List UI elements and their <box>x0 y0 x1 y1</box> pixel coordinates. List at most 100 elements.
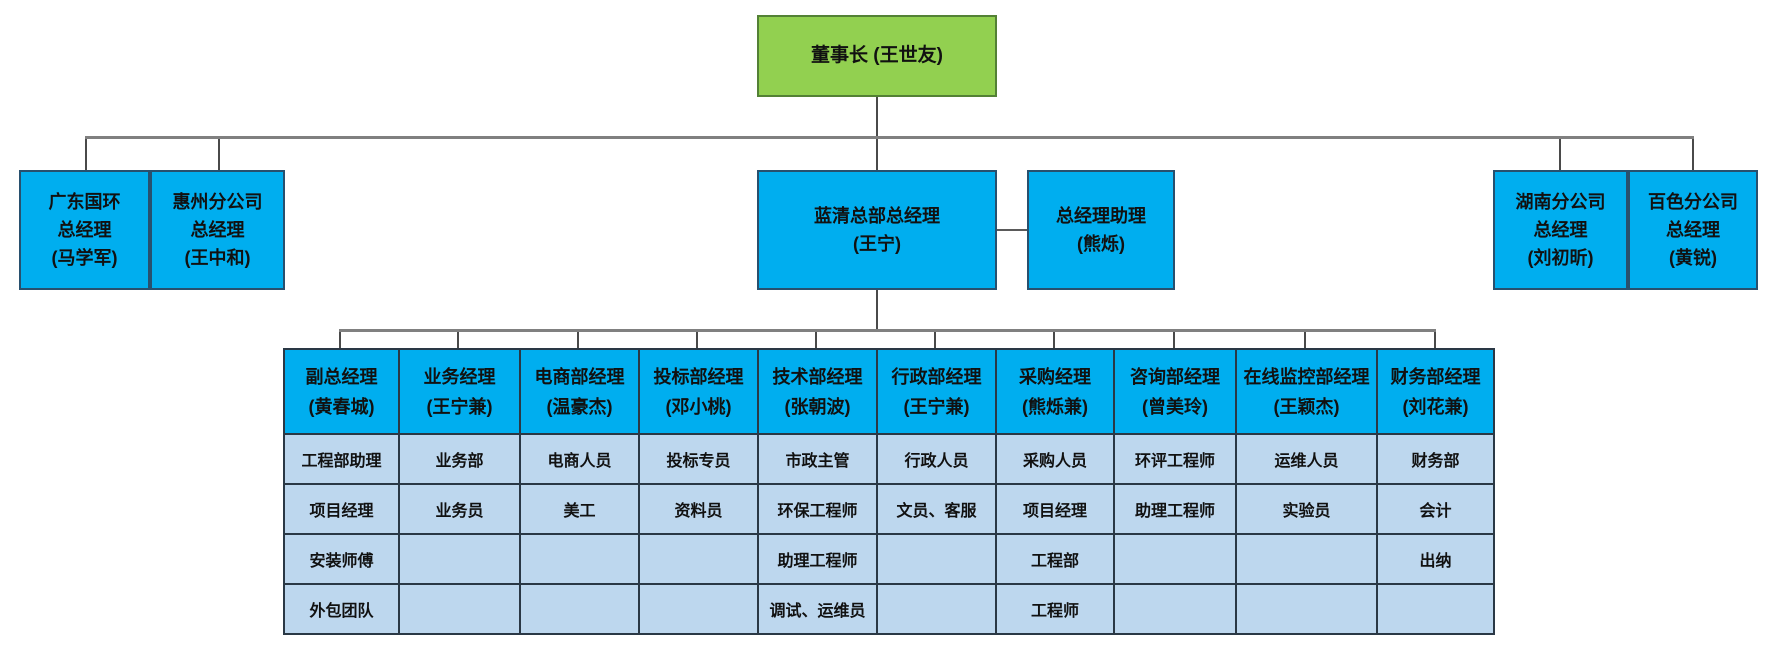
connector-drop-hunan <box>1559 139 1561 170</box>
dept-manager-name: (邓小桃) <box>665 396 732 417</box>
dept-header-procurement: 采购经理 (熊烁兼) <box>995 348 1115 435</box>
dept-cell: 项目经理 <box>283 483 400 535</box>
dept-cell: 采购人员 <box>995 433 1115 485</box>
dept-cell: 出纳 <box>1376 533 1495 585</box>
dept-cell <box>876 533 997 585</box>
connector-level1-horizontal <box>85 136 1694 139</box>
departments-table: 副总经理 (黄春城) 业务经理 (王宁兼) 电商部经理 (温豪杰) 投标部经理 … <box>283 348 1495 635</box>
dept-title: 业务经理 <box>423 366 496 387</box>
dept-header-finance: 财务部经理 (刘花兼) <box>1376 348 1495 435</box>
gm-assistant-box: 总经理助理 (熊烁) <box>1027 170 1175 290</box>
huizhou-branch-gm-name: (王中和) <box>184 248 251 268</box>
huizhou-branch-gm-line2: 总经理 <box>190 220 245 240</box>
connector-chairman-drop <box>876 97 878 137</box>
dept-title: 技术部经理 <box>772 366 863 387</box>
dept-staff-row-3: 安装师傅 助理工程师 工程部 出纳 <box>283 533 1495 585</box>
dept-cell: 工程部助理 <box>283 433 400 485</box>
dept-cell <box>1235 533 1378 585</box>
gd-guohuan-gm-line2: 总经理 <box>57 220 112 240</box>
hunan-branch-gm-name: (刘初昕) <box>1527 248 1594 268</box>
dept-header-technology: 技术部经理 (张朝波) <box>757 348 878 435</box>
connector-lanqing-drop <box>876 290 878 331</box>
dept-cell: 运维人员 <box>1235 433 1378 485</box>
dept-title: 在线监控部经理 <box>1243 366 1370 387</box>
dept-manager-name: (王颖杰) <box>1273 396 1340 417</box>
dept-cell: 投标专员 <box>638 433 759 485</box>
connector-drop-col10 <box>1434 332 1436 348</box>
dept-header-consulting: 咨询部经理 (曾美玲) <box>1113 348 1237 435</box>
connector-level2-horizontal <box>339 329 1436 332</box>
dept-cell: 助理工程师 <box>1113 483 1237 535</box>
dept-cell: 美工 <box>519 483 640 535</box>
huizhou-branch-gm-line1: 惠州分公司 <box>172 192 263 212</box>
dept-title: 咨询部经理 <box>1130 366 1220 387</box>
dept-cell: 行政人员 <box>876 433 997 485</box>
connector-drop-col8 <box>1173 332 1175 348</box>
dept-cell: 会计 <box>1376 483 1495 535</box>
baise-branch-gm-box: 百色分公司 总经理 (黄锐) <box>1628 170 1758 290</box>
gd-guohuan-gm-line1: 广东国环 <box>48 192 121 212</box>
baise-branch-gm-line1: 百色分公司 <box>1648 192 1738 212</box>
dept-header-admin: 行政部经理 (王宁兼) <box>876 348 997 435</box>
huizhou-branch-gm-box: 惠州分公司 总经理 (王中和) <box>150 170 285 290</box>
connector-drop-col7 <box>1053 332 1055 348</box>
dept-cell <box>398 533 521 585</box>
dept-title: 投标部经理 <box>653 366 744 387</box>
dept-manager-name: (温豪杰) <box>546 396 613 417</box>
lanqing-hq-gm-box: 蓝清总部总经理 (王宁) <box>757 170 997 290</box>
dept-manager-name: (张朝波) <box>784 396 851 417</box>
chairman-label: 董事长 (王世友) <box>811 45 943 66</box>
dept-header-business: 业务经理 (王宁兼) <box>398 348 521 435</box>
dept-staff-row-4: 外包团队 调试、运维员 工程师 <box>283 583 1495 635</box>
dept-header-online-monitoring: 在线监控部经理 (王颖杰) <box>1235 348 1378 435</box>
hunan-branch-gm-line2: 总经理 <box>1533 220 1588 240</box>
gm-assistant-title: 总经理助理 <box>1056 206 1146 226</box>
dept-title: 电商部经理 <box>534 366 625 387</box>
dept-cell: 项目经理 <box>995 483 1115 535</box>
dept-cell <box>398 583 521 635</box>
dept-cell <box>1113 533 1237 585</box>
dept-cell <box>638 533 759 585</box>
connector-drop-col3 <box>577 332 579 348</box>
dept-cell: 工程师 <box>995 583 1115 635</box>
chairman-box: 董事长 (王世友) <box>757 15 997 97</box>
dept-cell <box>638 583 759 635</box>
dept-title: 采购经理 <box>1019 366 1091 387</box>
dept-manager-name: (王宁兼) <box>903 396 970 417</box>
hunan-branch-gm-line1: 湖南分公司 <box>1515 192 1606 212</box>
connector-drop-col5 <box>815 332 817 348</box>
dept-header-row: 副总经理 (黄春城) 业务经理 (王宁兼) 电商部经理 (温豪杰) 投标部经理 … <box>283 348 1495 435</box>
dept-cell: 财务部 <box>1376 433 1495 485</box>
dept-cell: 助理工程师 <box>757 533 878 585</box>
dept-manager-name: (王宁兼) <box>426 396 493 417</box>
connector-drop-col4 <box>696 332 698 348</box>
connector-drop-col1 <box>339 332 341 348</box>
connector-drop-baise <box>1692 139 1694 170</box>
dept-header-bidding: 投标部经理 (邓小桃) <box>638 348 759 435</box>
dept-cell: 文员、客服 <box>876 483 997 535</box>
dept-cell <box>1113 583 1237 635</box>
gd-guohuan-gm-box: 广东国环 总经理 (马学军) <box>19 170 150 290</box>
connector-drop-col6 <box>934 332 936 348</box>
baise-branch-gm-name: (黄锐) <box>1669 248 1717 268</box>
dept-cell: 调试、运维员 <box>757 583 878 635</box>
dept-manager-name: (刘花兼) <box>1402 396 1469 417</box>
dept-title: 财务部经理 <box>1390 366 1481 387</box>
dept-cell: 电商人员 <box>519 433 640 485</box>
dept-cell <box>1235 583 1378 635</box>
dept-cell: 市政主管 <box>757 433 878 485</box>
dept-cell: 外包团队 <box>283 583 400 635</box>
lanqing-hq-gm-title: 蓝清总部总经理 <box>814 206 940 226</box>
dept-title: 行政部经理 <box>891 366 982 387</box>
connector-drop-lanqing <box>876 139 878 170</box>
dept-cell: 环评工程师 <box>1113 433 1237 485</box>
dept-manager-name: (曾美玲) <box>1142 396 1208 417</box>
connector-drop-huizhou <box>218 139 220 170</box>
dept-header-deputy-gm: 副总经理 (黄春城) <box>283 348 400 435</box>
dept-manager-name: (黄春城) <box>308 396 375 417</box>
lanqing-hq-gm-name: (王宁) <box>853 234 901 254</box>
connector-drop-col9 <box>1304 332 1306 348</box>
connector-drop-gd-guohuan <box>85 139 87 170</box>
dept-manager-name: (熊烁兼) <box>1022 396 1088 417</box>
